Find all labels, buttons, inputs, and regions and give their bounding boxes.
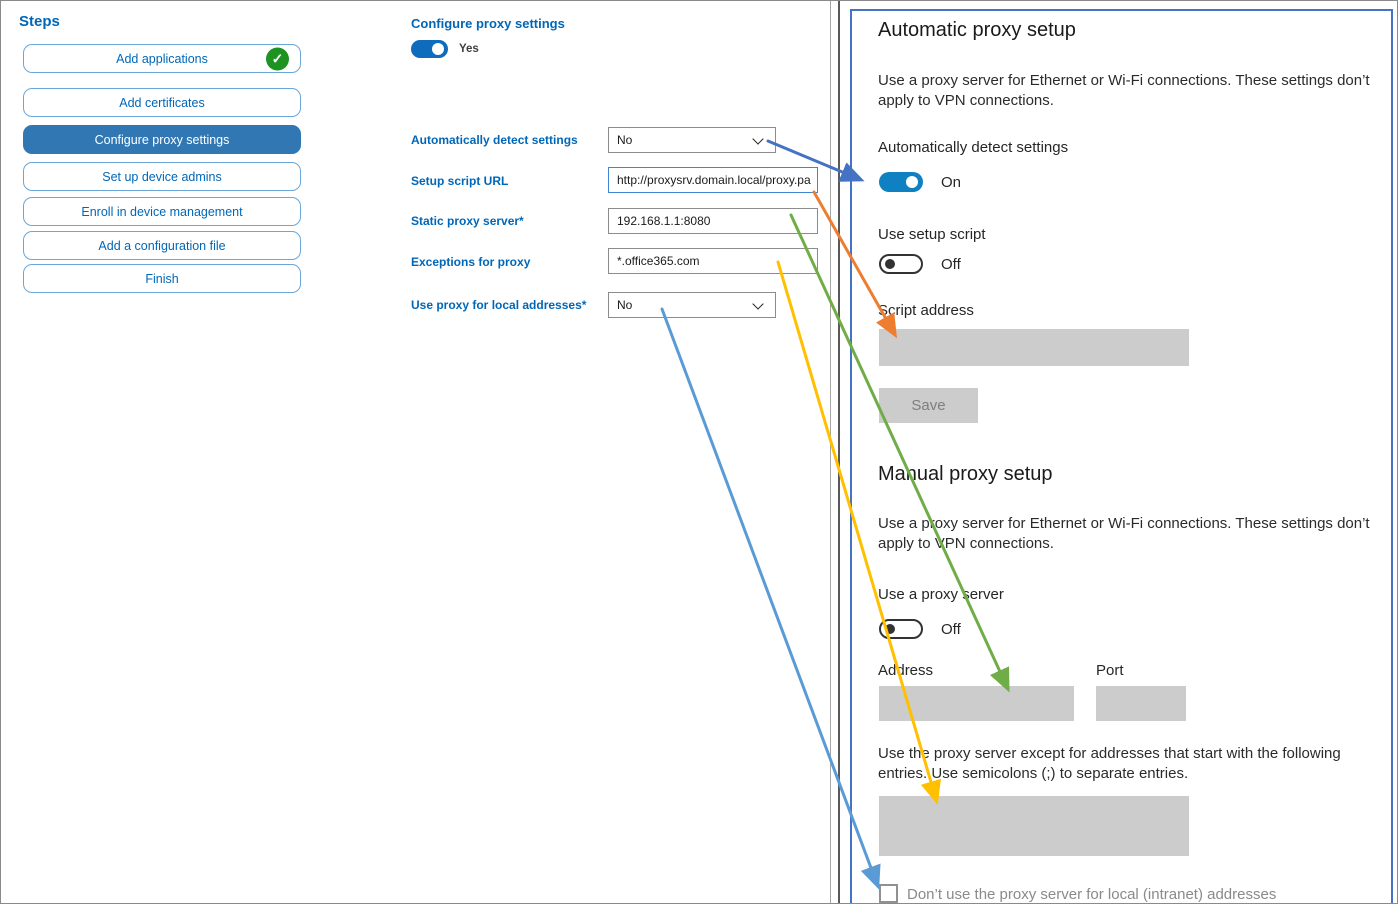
- automatic-proxy-setup-heading: Automatic proxy setup: [878, 19, 1076, 41]
- step-set-up-device-admins[interactable]: Set up device admins: [23, 162, 301, 191]
- toggle-knob: [432, 43, 444, 55]
- window-edge-divider: [830, 1, 831, 903]
- step-add-applications[interactable]: Add applications ✓: [23, 44, 301, 73]
- panel-divider: [838, 1, 840, 903]
- detect-settings-label: Automatically detect settings: [878, 139, 1069, 156]
- step-label: Add a configuration file: [98, 238, 226, 253]
- step-label: Set up device admins: [102, 169, 222, 184]
- toggle-knob: [885, 259, 895, 269]
- use-proxy-server-label: Use a proxy server: [878, 586, 1004, 603]
- auto-detect-value: No: [617, 133, 633, 147]
- step-label: Enroll in device management: [81, 204, 243, 219]
- exceptions-for-proxy-input[interactable]: [608, 248, 818, 274]
- use-proxy-server-toggle[interactable]: [879, 619, 923, 639]
- script-address-label: Script address: [878, 302, 974, 319]
- address-label: Address: [878, 662, 934, 679]
- script-address-input[interactable]: [879, 329, 1189, 366]
- detect-settings-state: On: [941, 174, 962, 191]
- step-enroll-in-device-management[interactable]: Enroll in device management: [23, 197, 301, 226]
- static-proxy-server-input[interactable]: [608, 208, 818, 234]
- toggle-knob: [885, 624, 895, 634]
- step-configure-proxy-settings[interactable]: Configure proxy settings: [23, 125, 301, 154]
- chevron-down-icon: [752, 298, 764, 310]
- step-add-certificates[interactable]: Add certificates: [23, 88, 301, 117]
- step-label: Add certificates: [119, 95, 205, 110]
- save-button[interactable]: Save: [879, 388, 978, 423]
- steps-panel-title: Steps: [19, 13, 60, 30]
- local-addresses-checkbox-label: Don’t use the proxy server for local (in…: [907, 886, 1277, 903]
- use-setup-script-toggle[interactable]: [879, 254, 923, 274]
- toggle-knob: [906, 176, 918, 188]
- field-label-exceptions-for-proxy: Exceptions for proxy: [411, 255, 531, 269]
- configure-proxy-toggle[interactable]: [411, 40, 448, 58]
- use-proxy-local-select[interactable]: No: [608, 292, 776, 318]
- port-input[interactable]: [1096, 686, 1186, 721]
- form-title: Configure proxy settings: [411, 16, 565, 31]
- automatic-proxy-description: Use a proxy server for Ethernet or Wi-Fi…: [878, 72, 1370, 109]
- local-addresses-checkbox[interactable]: [879, 884, 898, 903]
- port-label: Port: [1096, 662, 1124, 679]
- use-proxy-local-value: No: [617, 298, 633, 312]
- field-label-static-proxy-server: Static proxy server*: [411, 214, 524, 228]
- use-setup-script-state: Off: [941, 256, 961, 273]
- step-finish[interactable]: Finish: [23, 264, 301, 293]
- windows-proxy-settings-panel: Automatic proxy setup Use a proxy server…: [850, 9, 1393, 903]
- manual-proxy-description: Use a proxy server for Ethernet or Wi-Fi…: [878, 515, 1370, 552]
- use-setup-script-label: Use setup script: [878, 226, 986, 243]
- setup-script-url-input[interactable]: [608, 167, 818, 193]
- use-proxy-server-state: Off: [941, 621, 961, 638]
- step-label: Configure proxy settings: [94, 132, 230, 147]
- auto-detect-select[interactable]: No: [608, 127, 776, 153]
- step-add-a-configuration-file[interactable]: Add a configuration file: [23, 231, 301, 260]
- proxy-exceptions-textarea[interactable]: [879, 796, 1189, 856]
- step-label: Finish: [145, 271, 179, 286]
- manual-proxy-setup-heading: Manual proxy setup: [878, 463, 1053, 485]
- field-label-use-proxy-local: Use proxy for local addresses*: [411, 298, 587, 312]
- chevron-down-icon: [752, 133, 764, 145]
- address-input[interactable]: [879, 686, 1074, 721]
- field-label-auto-detect: Automatically detect settings: [411, 133, 578, 147]
- step-label: Add applications: [116, 51, 208, 66]
- field-label-setup-script-url: Setup script URL: [411, 174, 509, 188]
- completed-check-icon: ✓: [266, 47, 289, 70]
- configure-proxy-toggle-state: Yes: [459, 43, 479, 55]
- detect-settings-toggle[interactable]: [879, 172, 923, 192]
- proxy-exceptions-description: Use the proxy server except for addresse…: [878, 745, 1341, 782]
- arrow-local-addresses: [660, 307, 881, 890]
